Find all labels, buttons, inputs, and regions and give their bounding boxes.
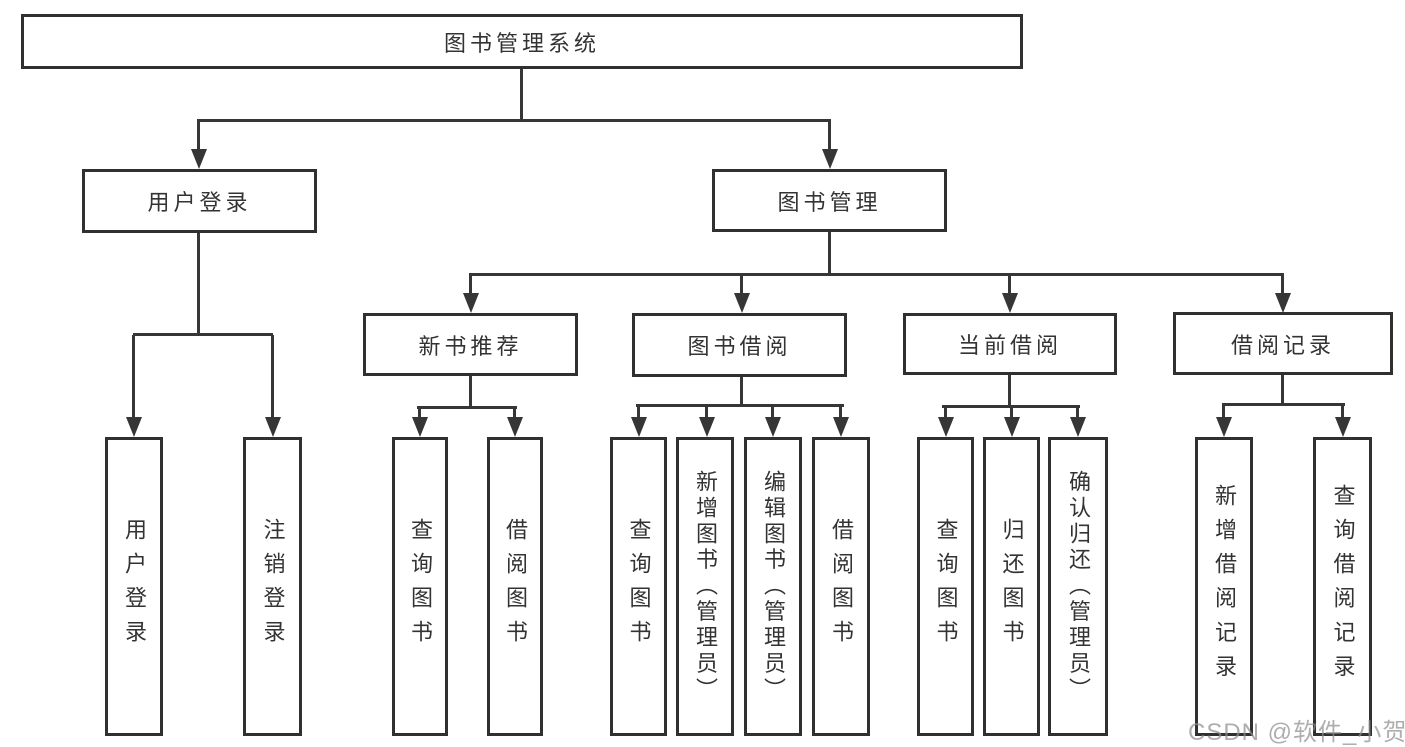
leaf-current-query-books-label: 查询图书: [933, 518, 959, 655]
down-arrow: [944, 407, 947, 417]
node-book-management: 图书管理: [712, 169, 947, 232]
down-arrow: [1076, 407, 1079, 417]
leaf-borrowing-add-books-admin: 新增图书（管理员）: [676, 437, 734, 736]
down-arrow: [637, 406, 640, 417]
leaf-records-add-record-label: 新增借阅记录: [1212, 484, 1237, 689]
down-arrow: [1008, 275, 1011, 293]
node-root: 图书管理系统: [21, 14, 1023, 69]
node-borrowing-records-label: 借阅记录: [1230, 332, 1335, 358]
leaf-user-login-label: 用户登录: [122, 518, 147, 655]
connector-vline: [1008, 375, 1011, 408]
connector-hline: [197, 119, 831, 122]
connector-vline: [740, 377, 743, 407]
leaf-records-add-record: 新增借阅记录: [1195, 437, 1253, 736]
leaf-borrowing-borrow-books: 借阅图书: [812, 437, 870, 736]
down-arrow: [513, 408, 516, 417]
node-book-management-label: 图书管理: [777, 189, 882, 215]
connector-hline: [469, 273, 1284, 276]
leaf-current-return-books-label: 归还图书: [999, 518, 1025, 655]
node-new-book-recommend: 新书推荐: [363, 313, 578, 376]
connector-hline: [636, 404, 844, 407]
leaf-borrowing-edit-books-admin: 编辑图书（管理员）: [744, 437, 802, 736]
node-borrowing-records: 借阅记录: [1173, 312, 1393, 375]
node-book-borrowing: 图书借阅: [632, 313, 847, 377]
down-arrow: [1222, 405, 1225, 417]
leaf-current-return-books: 归还图书: [983, 437, 1040, 736]
down-arrow: [740, 275, 743, 293]
down-arrow: [1341, 405, 1344, 417]
leaf-newbook-query-books: 查询图书: [392, 437, 448, 736]
leaf-borrowing-borrow-books-label: 借阅图书: [829, 518, 854, 655]
leaf-current-confirm-return-admin: 确认归还（管理员）: [1048, 437, 1108, 736]
node-new-book-recommend-label: 新书推荐: [418, 333, 523, 359]
connector-hline: [417, 406, 517, 409]
connector-vline: [469, 376, 472, 409]
leaf-current-confirm-return-admin-label: 确认归还（管理员）: [1066, 469, 1091, 704]
connector-vline: [1281, 375, 1284, 406]
leaf-newbook-borrow-books-label: 借阅图书: [503, 518, 528, 655]
down-arrow: [705, 406, 708, 417]
leaf-records-query-record-label: 查询借阅记录: [1330, 484, 1356, 689]
leaf-newbook-borrow-books: 借阅图书: [487, 437, 543, 736]
leaf-newbook-query-books-label: 查询图书: [408, 518, 433, 655]
down-arrow: [418, 408, 421, 417]
down-arrow: [828, 121, 831, 149]
connector-hline: [133, 333, 273, 336]
connector-vline: [828, 232, 831, 276]
leaf-user-login: 用户登录: [105, 437, 163, 736]
node-user-login-label: 用户登录: [147, 190, 252, 215]
leaf-current-query-books: 查询图书: [917, 437, 974, 736]
node-book-borrowing-label: 图书借阅: [687, 334, 792, 359]
down-arrow: [839, 406, 842, 417]
node-current-borrowing: 当前借阅: [903, 313, 1117, 375]
node-root-label: 图书管理系统: [443, 30, 600, 56]
csdn-watermark: CSDN @软件_小贺同学: [1188, 719, 1405, 746]
connector-hline: [1222, 403, 1345, 406]
down-arrow: [469, 275, 472, 293]
leaf-borrowing-edit-books-admin-label: 编辑图书（管理员）: [761, 469, 786, 704]
leaf-logout: 注销登录: [243, 437, 302, 736]
leaf-borrowing-query-books: 查询图书: [610, 437, 667, 736]
down-arrow: [132, 335, 135, 417]
node-user-login: 用户登录: [82, 169, 317, 233]
node-current-borrowing-label: 当前借阅: [957, 333, 1062, 358]
leaf-borrowing-add-books-admin-label: 新增图书（管理员）: [693, 469, 718, 704]
down-arrow: [771, 406, 774, 417]
down-arrow: [271, 335, 274, 417]
connector-vline: [520, 69, 523, 121]
down-arrow: [197, 121, 200, 149]
down-arrow: [1281, 275, 1284, 293]
leaf-records-query-record: 查询借阅记录: [1313, 437, 1372, 736]
connector-vline: [197, 233, 200, 336]
leaf-borrowing-query-books-label: 查询图书: [626, 518, 652, 655]
down-arrow: [1010, 407, 1013, 417]
leaf-logout-label: 注销登录: [260, 518, 286, 655]
